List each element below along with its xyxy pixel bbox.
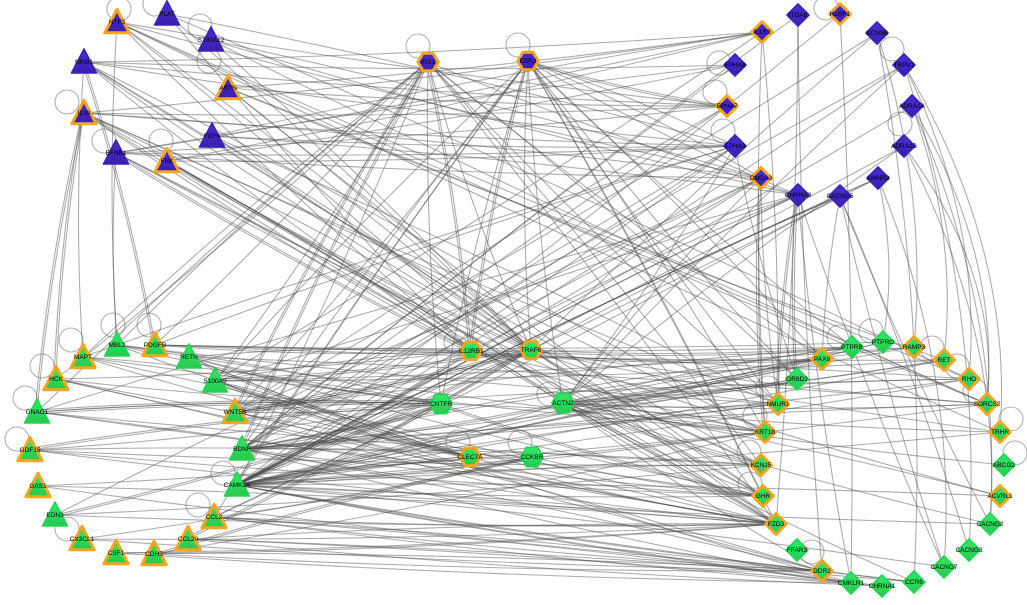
svg-text:FFAR3: FFAR3 <box>787 547 808 554</box>
svg-text:NMUR1: NMUR1 <box>766 401 789 408</box>
svg-text:CNGA3: CNGA3 <box>750 175 773 182</box>
svg-text:FGF6: FGF6 <box>204 133 221 140</box>
svg-text:CSF1: CSF1 <box>108 550 125 557</box>
svg-text:GHR: GHR <box>756 493 771 500</box>
svg-text:ABCG2: ABCG2 <box>993 462 1015 469</box>
svg-text:EDN3: EDN3 <box>46 512 64 519</box>
svg-text:ACTN2: ACTN2 <box>552 400 574 407</box>
svg-text:OR8D2: OR8D2 <box>786 376 808 383</box>
svg-text:DDR2: DDR2 <box>813 568 831 575</box>
svg-text:EPHA3: EPHA3 <box>724 143 746 150</box>
svg-text:ADRA1A: ADRA1A <box>899 103 926 110</box>
svg-text:GDF15: GDF15 <box>20 447 41 454</box>
svg-text:WNT5B: WNT5B <box>224 409 247 416</box>
svg-text:PAX8: PAX8 <box>814 356 831 363</box>
svg-text:CMKLR1: CMKLR1 <box>838 580 865 587</box>
svg-text:CHRNA1: CHRNA1 <box>869 583 896 590</box>
svg-text:CCR6: CCR6 <box>905 579 923 586</box>
svg-text:IL12RB1: IL12RB1 <box>458 348 484 355</box>
svg-text:IRS1: IRS1 <box>421 59 436 66</box>
svg-text:PTPRO: PTPRO <box>872 339 894 346</box>
svg-text:MBL2: MBL2 <box>109 342 126 349</box>
svg-text:FRK: FRK <box>161 158 175 165</box>
svg-text:GAS1: GAS1 <box>29 483 47 490</box>
svg-text:PTPRB: PTPRB <box>841 344 863 351</box>
svg-text:RAMP3: RAMP3 <box>903 344 926 351</box>
svg-text:SCN3B: SCN3B <box>866 30 888 37</box>
svg-text:S100A12: S100A12 <box>198 37 225 44</box>
svg-text:RHO: RHO <box>962 376 976 383</box>
svg-text:CACNG5: CACNG5 <box>826 193 853 200</box>
svg-text:CLEC7A: CLEC7A <box>457 454 483 461</box>
svg-text:CACNG3: CACNG3 <box>955 547 982 554</box>
svg-text:TRHR: TRHR <box>991 429 1009 436</box>
svg-text:CCL2: CCL2 <box>206 514 223 521</box>
svg-text:ADRA1B: ADRA1B <box>891 143 917 150</box>
svg-text:PDGFB: PDGFB <box>144 342 166 349</box>
svg-text:KLRF1: KLRF1 <box>830 11 851 18</box>
svg-text:SORCS2: SORCS2 <box>974 401 1001 408</box>
svg-text:TRAF6: TRAF6 <box>521 347 542 354</box>
svg-text:KRT18: KRT18 <box>755 429 775 436</box>
svg-text:PLAT: PLAT <box>159 11 175 18</box>
svg-text:KCNJ5: KCNJ5 <box>751 462 772 469</box>
svg-text:MAPT: MAPT <box>74 354 92 361</box>
svg-text:ACVRL1: ACVRL1 <box>987 493 1013 500</box>
svg-text:NRG1: NRG1 <box>75 59 93 66</box>
svg-text:CAMK2A: CAMK2A <box>224 482 251 489</box>
svg-text:RET: RET <box>938 357 951 364</box>
svg-text:CX3CL1: CX3CL1 <box>70 536 95 543</box>
svg-text:EPHA8: EPHA8 <box>724 62 746 69</box>
svg-text:S100A9: S100A9 <box>203 378 227 385</box>
svg-text:CNTFR: CNTFR <box>430 401 452 408</box>
svg-text:ITGA8: ITGA8 <box>789 12 808 19</box>
svg-text:ARTN: ARTN <box>219 85 237 92</box>
svg-text:IL30: IL30 <box>78 110 91 117</box>
svg-text:EFNB1: EFNB1 <box>106 150 127 157</box>
svg-text:CACNG7: CACNG7 <box>930 564 957 571</box>
svg-text:RETN: RETN <box>180 354 198 361</box>
svg-text:ESR2: ESR2 <box>520 58 537 65</box>
svg-text:FZD3: FZD3 <box>768 521 785 528</box>
svg-text:CCKBR: CCKBR <box>521 454 544 461</box>
svg-text:NTF3: NTF3 <box>109 19 126 26</box>
svg-text:EPHA7: EPHA7 <box>716 103 738 110</box>
svg-text:HCK: HCK <box>49 376 63 383</box>
svg-text:CACNG2: CACNG2 <box>976 521 1003 528</box>
svg-text:TRPV1: TRPV1 <box>894 62 915 69</box>
svg-text:AMHR2: AMHR2 <box>867 175 890 182</box>
svg-text:CHRNA3: CHRNA3 <box>785 192 812 199</box>
svg-text:GNAO1: GNAO1 <box>26 409 49 416</box>
svg-text:IL1R2: IL1R2 <box>753 29 771 36</box>
svg-text:CCL20: CCL20 <box>178 536 199 543</box>
svg-text:BDNF: BDNF <box>233 446 251 453</box>
svg-text:CDH5: CDH5 <box>145 551 163 558</box>
